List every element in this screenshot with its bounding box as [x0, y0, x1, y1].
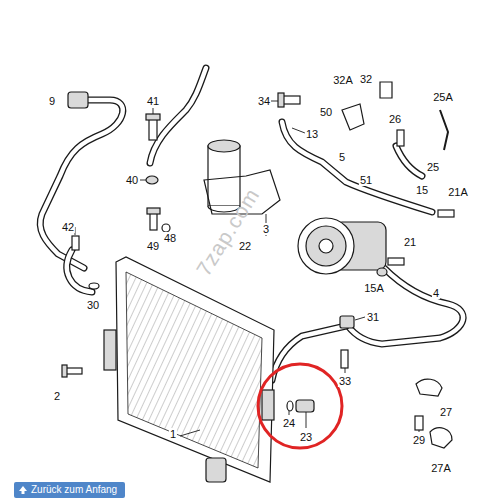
callout-number: 25A: [432, 91, 454, 103]
callout-number: 5: [338, 151, 346, 163]
callout-number: 49: [146, 240, 160, 252]
callout-number: 27: [439, 406, 453, 418]
highlight-circle: [258, 364, 342, 448]
callout-number: 30: [86, 299, 100, 311]
callout-number: 32: [359, 73, 373, 85]
callout-number: 26: [388, 113, 402, 125]
back-button: Zurück zum Anfang: [14, 482, 125, 498]
callout-number: 9: [48, 95, 56, 107]
up-arrow-icon: [18, 485, 28, 495]
callout-number: 41: [146, 95, 160, 107]
callout-number: 1: [169, 428, 177, 440]
callout-number: 50: [319, 106, 333, 118]
callout-number: 27A: [430, 462, 452, 474]
callout-number: 34: [257, 95, 271, 107]
callout-number: 31: [366, 311, 380, 323]
callout-number: 23: [299, 431, 313, 443]
callout-number: 21A: [447, 186, 469, 198]
callout-number: 21: [403, 236, 417, 248]
button-label: Zurück zum Anfang: [31, 484, 117, 496]
compressor: [298, 218, 386, 274]
callout-number: 15A: [363, 282, 385, 294]
callout-number: 4: [432, 287, 440, 299]
callout-number: 22: [238, 240, 252, 252]
callout-number: 2: [53, 390, 61, 402]
callout-number: 33: [338, 375, 352, 387]
callout-number: 15: [415, 184, 429, 196]
callout-number: 32A: [332, 74, 354, 86]
callout-number: 48: [163, 232, 177, 244]
callout-number: 25: [426, 161, 440, 173]
callout-number: 13: [305, 128, 319, 140]
callout-number: 51: [359, 174, 373, 186]
callout-number: 29: [412, 434, 426, 446]
bolts-and-fittings: [62, 82, 454, 482]
condenser: [104, 257, 274, 482]
callout-number: 3: [262, 223, 270, 235]
callout-number: 42: [61, 221, 75, 233]
pressure-switch: [287, 400, 314, 412]
callout-number: 24: [282, 417, 296, 429]
leader-lines: [75, 101, 419, 436]
callout-number: 40: [125, 174, 139, 186]
